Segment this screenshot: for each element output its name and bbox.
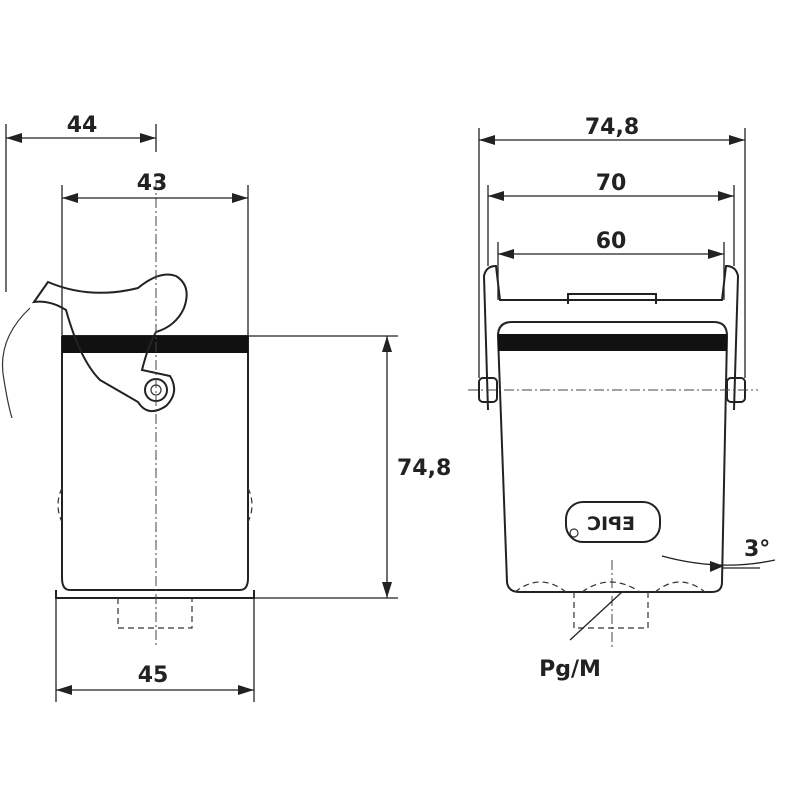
arrow-60-left xyxy=(498,249,514,259)
side-cable-entry xyxy=(117,598,193,629)
dim-label-43: 43 xyxy=(137,171,168,196)
thread-leader xyxy=(569,591,623,641)
dim-label-front-748: 74,8 xyxy=(585,115,639,140)
front-latch-tab xyxy=(567,293,657,304)
arrow-height-bottom xyxy=(382,582,392,598)
arrow-60-right xyxy=(708,249,724,259)
dim-label-height: 74,8 xyxy=(397,456,451,481)
arrow-height-top xyxy=(382,336,392,352)
angle-arrow xyxy=(710,561,724,572)
arrow-45-left xyxy=(56,685,72,695)
dim-label-70: 70 xyxy=(596,171,627,196)
epic-logo-text: EPIC xyxy=(587,513,635,535)
epic-logo: EPIC xyxy=(565,501,661,543)
front-cable-entry-left xyxy=(514,581,567,593)
arrow-front-748-right xyxy=(729,135,745,145)
side-right-bump xyxy=(247,487,253,523)
angle-label: 3° xyxy=(744,537,770,562)
thread-label: Pg/M xyxy=(539,657,601,682)
arrow-45-right xyxy=(238,685,254,695)
side-bottom-flange xyxy=(55,590,255,599)
side-view: 44 43 74,8 45 xyxy=(1,113,451,702)
left-pivot-pin xyxy=(478,377,498,403)
arrow-front-748-left xyxy=(479,135,495,145)
dim-label-44: 44 xyxy=(67,113,98,138)
arrow-44-right xyxy=(140,133,156,143)
side-left-bump xyxy=(57,487,63,523)
arrow-43-left xyxy=(62,193,78,203)
front-cable-entry-right xyxy=(654,581,706,593)
front-latch-bracket xyxy=(482,264,740,411)
front-cable-gland xyxy=(573,592,649,629)
dim-label-45: 45 xyxy=(138,663,169,688)
lever-swing-arc xyxy=(1,307,31,419)
front-view: EPIC Pg/M 3° 74,8 70 xyxy=(468,115,776,682)
locking-lever xyxy=(31,273,188,413)
front-housing-body xyxy=(496,321,729,593)
front-seal-band xyxy=(498,334,727,351)
front-cable-entry-center xyxy=(581,581,641,593)
side-housing-body xyxy=(61,336,249,591)
arrow-43-right xyxy=(232,193,248,203)
arrow-70-right xyxy=(718,191,734,201)
side-seal-band xyxy=(62,336,248,353)
dim-label-60: 60 xyxy=(596,229,627,254)
arrow-44-left xyxy=(6,133,22,143)
arrow-70-left xyxy=(488,191,504,201)
